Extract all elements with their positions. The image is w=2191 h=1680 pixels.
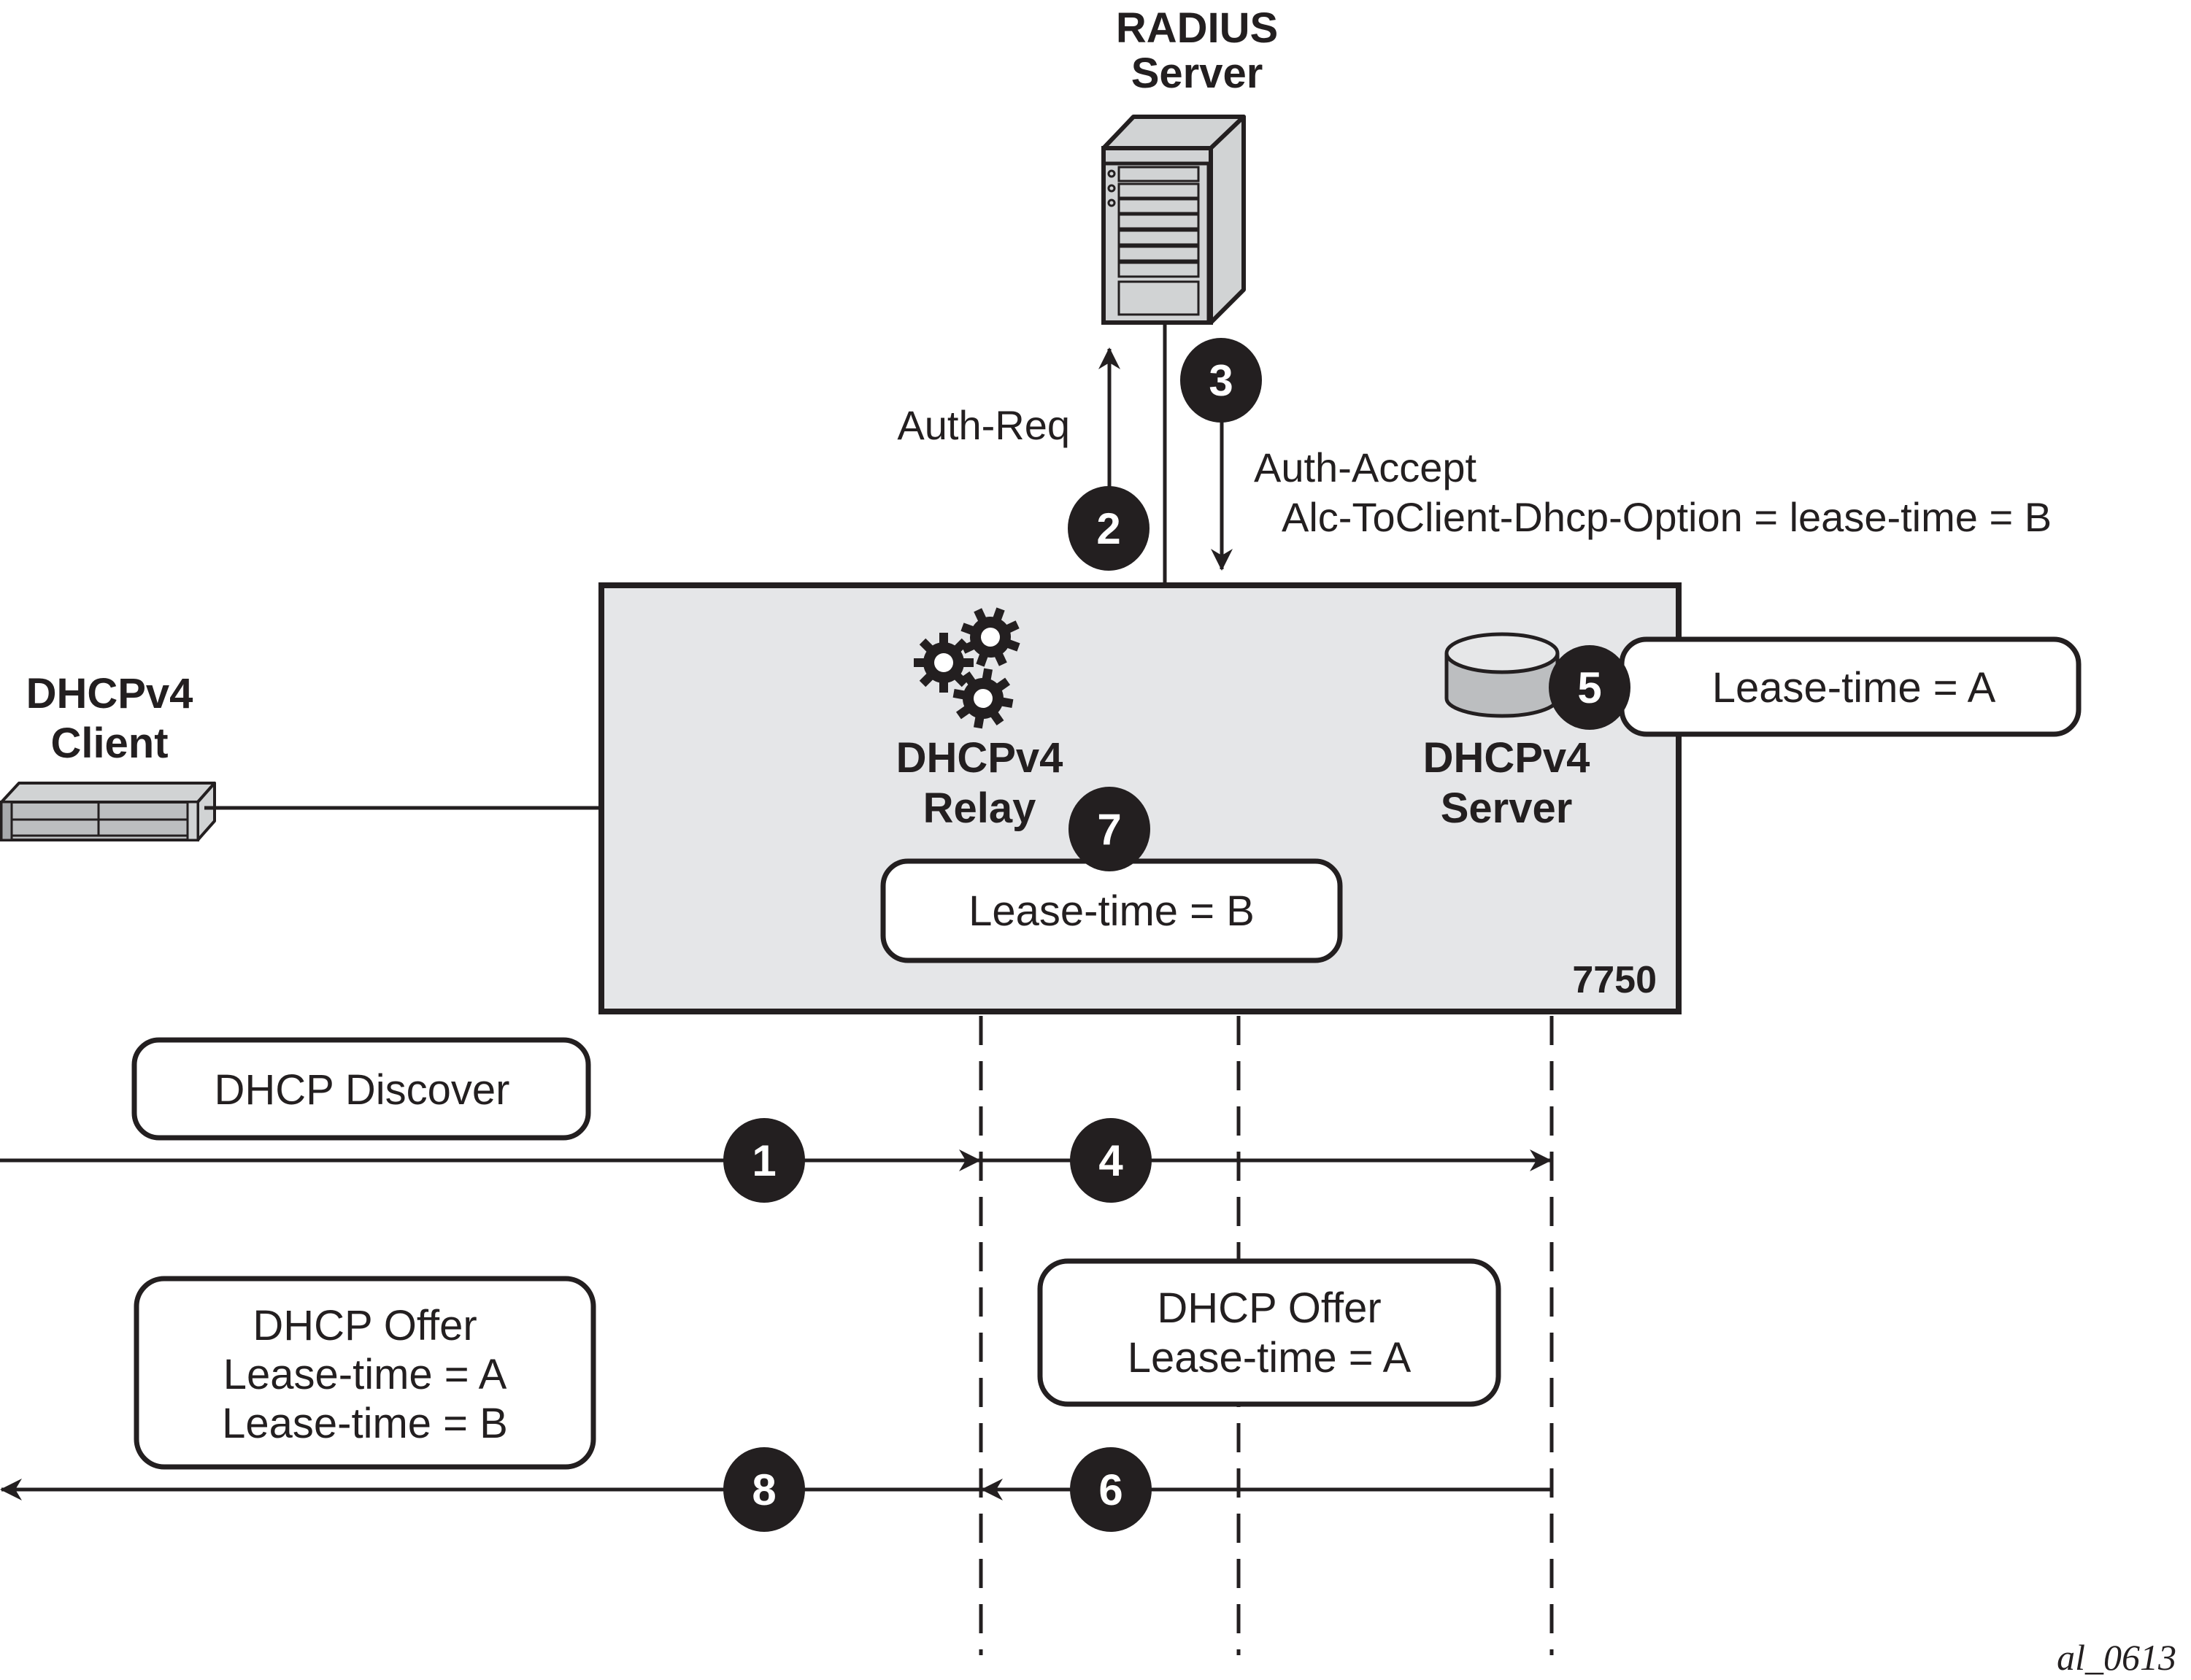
step-number-2: 2 [1096,504,1120,553]
step-marker-7: 7 [1068,787,1150,871]
offer-client-side-line3: Lease-time = B [222,1400,508,1447]
auth-accept-attribute: Alc-ToClient-Dhcp-Option = lease-time = … [1282,494,2052,540]
step-number-1: 1 [752,1136,776,1185]
client-label-line1: DHCPv4 [26,670,193,717]
server-tower-icon [1101,115,1246,325]
relay-label-line2: Relay [923,785,1036,832]
offer-relay-side-line1: DHCP Offer [1157,1284,1381,1332]
client-device-icon [0,782,216,841]
gears-icon [914,607,1020,729]
step-number-8: 8 [752,1465,776,1514]
offer-client-side-line1: DHCP Offer [253,1302,477,1349]
radius-server: RADIUS Server [1101,4,1278,325]
relay-label-line1: DHCPv4 [896,734,1063,782]
discover-message-text: DHCP Discover [214,1066,509,1114]
auth-req-label: Auth-Req [897,402,1070,448]
server-lease-time-text: Lease-time = A [1712,664,1996,712]
step-marker-6: 6 [1070,1447,1152,1532]
offer-client-side-box [134,1276,596,1470]
client-label-line2: Client [50,720,168,767]
step-marker-2: 2 [1068,486,1150,571]
step-marker-5: 5 [1549,645,1630,730]
step-marker-8: 8 [723,1447,805,1532]
step-marker-3: 3 [1180,338,1262,423]
step-number-6: 6 [1098,1465,1123,1514]
step-marker-1: 1 [723,1118,805,1203]
relay-lease-time-text: Lease-time = B [969,887,1255,935]
auth-accept-label: Auth-Accept [1254,444,1476,490]
radius-server-label-line2: Server [1131,50,1263,97]
step-number-5: 5 [1577,663,1601,712]
server-label-line1: DHCPv4 [1423,734,1590,782]
discover-message-box [131,1037,591,1141]
offer-client-side-line2: Lease-time = A [223,1351,507,1398]
step-number-4: 4 [1098,1136,1123,1185]
database-icon [1444,632,1560,718]
server-label-line2: Server [1441,785,1573,832]
dhcp-client: DHCPv4 Client [0,670,216,841]
node-7750-label: 7750 [1572,959,1657,1001]
step-number-7: 7 [1097,805,1121,854]
offer-relay-side-box [1037,1258,1501,1407]
offer-relay-side-line2: Lease-time = A [1128,1334,1412,1382]
figure-id: al_0613 [2057,1637,2176,1678]
step-number-3: 3 [1209,356,1233,405]
radius-server-label-line1: RADIUS [1116,4,1278,52]
step-marker-4: 4 [1070,1118,1152,1203]
